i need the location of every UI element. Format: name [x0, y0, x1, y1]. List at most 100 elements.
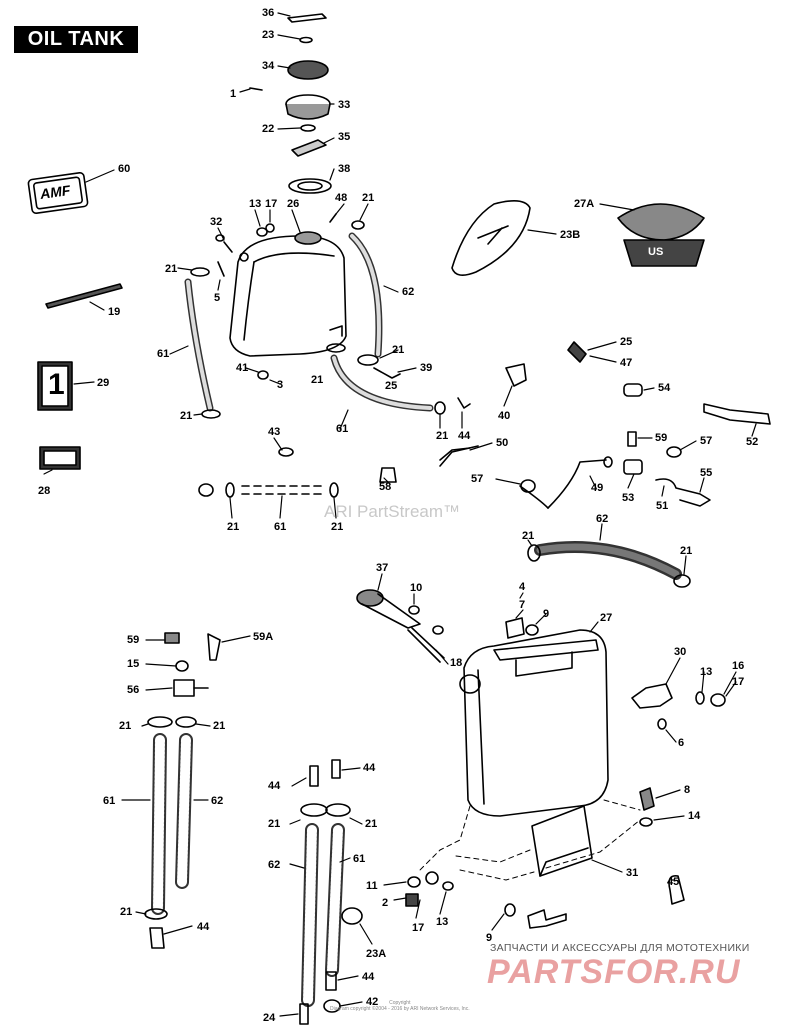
footer-ru-tagline: ЗАПЧАСТИ И АКСЕССУАРЫ ДЛЯ МОТОТЕХНИКИ	[490, 942, 750, 954]
callout-label: 13	[249, 198, 262, 210]
callout-label: 36	[262, 7, 275, 19]
hose-pair-right	[299, 759, 363, 1025]
callout-label: 61	[103, 795, 116, 807]
callout-label: 21	[680, 545, 693, 557]
callout-label: 21	[362, 192, 375, 204]
watermark-partstream: ARI PartStream™	[324, 502, 461, 521]
callout-label: 52	[746, 436, 759, 448]
callout-label: 15	[127, 658, 140, 670]
callout-label: 31	[626, 867, 639, 879]
callout-label: 41	[236, 362, 249, 374]
callout-label: 61	[157, 348, 170, 360]
callout-label: 44	[197, 921, 210, 933]
callout-label: 61	[353, 853, 366, 865]
copyright-title: Copyright	[389, 1000, 411, 1006]
callout-label: 60	[118, 163, 131, 175]
callout-label: 27	[600, 612, 613, 624]
callout-label: 33	[338, 99, 351, 111]
leader-lines	[419, 799, 641, 881]
hose-row-61	[198, 447, 339, 498]
callout-label: 10	[410, 582, 423, 594]
callout-label: 2	[382, 897, 389, 909]
callout-label: 8	[684, 784, 691, 796]
callout-label: 21	[522, 530, 535, 542]
callout-label: 25	[385, 380, 398, 392]
callout-leaders	[43, 12, 757, 1017]
callout-label: 13	[436, 916, 449, 928]
callout-label: 17	[265, 198, 278, 210]
callout-label: 29	[97, 377, 110, 389]
hardware-lower-tank	[405, 871, 567, 929]
hose-pair-left	[144, 632, 221, 949]
hardware-8-14-45	[639, 787, 685, 905]
callout-label: 23A	[366, 948, 387, 960]
wing-decal-23b	[451, 200, 531, 276]
callout-label: 21	[331, 521, 344, 533]
callout-label: 21	[119, 720, 132, 732]
upper-oil-tank-26	[229, 231, 347, 357]
callout-label: 19	[108, 306, 121, 318]
callout-label: 11	[366, 880, 378, 892]
callout-label: 26	[287, 198, 300, 210]
badge-27a-text: US	[648, 246, 664, 258]
callout-label: 54	[658, 382, 671, 394]
callout-label: 17	[412, 922, 425, 934]
callout-label: 27A	[574, 198, 595, 210]
callout-label: 6	[678, 737, 685, 749]
callout-label: 51	[656, 500, 669, 512]
diagram-title: OIL TANK	[14, 26, 138, 53]
callout-label: 39	[420, 362, 433, 374]
callout-label: 58	[379, 481, 392, 493]
callout-label: 5	[214, 292, 221, 304]
callout-label: 7	[519, 599, 526, 611]
main-oil-tank-27	[459, 617, 609, 817]
callout-label: 21	[180, 410, 193, 422]
callout-label: 59	[655, 432, 668, 444]
callout-label: 44	[458, 430, 471, 442]
callout-label: 21	[365, 818, 378, 830]
dipstick-19	[45, 283, 123, 309]
mount-bracket-30	[631, 683, 726, 730]
callout-label: 53	[622, 492, 635, 504]
filler-cap-assembly	[249, 13, 332, 194]
callout-label: 62	[402, 286, 415, 298]
amf-emblem-60	[27, 171, 89, 215]
callout-label: 44	[268, 780, 281, 792]
callout-label: 59	[127, 634, 140, 646]
callout-label: 21	[311, 374, 324, 386]
callout-label: 21	[268, 818, 281, 830]
callout-label: 62	[596, 513, 609, 525]
copyright-text: Diagram copyright ©2004 - 2016 by ARI Ne…	[330, 1006, 470, 1012]
callout-label: 35	[338, 131, 351, 143]
callout-label: 55	[700, 467, 713, 479]
callout-label: 24	[263, 1012, 276, 1024]
callout-label: 9	[486, 932, 493, 944]
mount-bracket-31	[531, 805, 593, 877]
callout-label: 3	[277, 379, 284, 391]
callout-label: 32	[210, 216, 223, 228]
upper-fittings	[190, 213, 365, 380]
callout-label: 16	[732, 660, 745, 672]
callout-label: 37	[376, 562, 389, 574]
callout-label: 22	[262, 123, 275, 135]
callout-label: 59A	[253, 631, 274, 643]
footer-ru-logo: PARTSFOR.RU	[487, 953, 741, 991]
oil-line-49-50	[439, 445, 613, 509]
callout-label: 21	[227, 521, 240, 533]
copyright-notice: Copyright Diagram copyright ©2004 - 2016…	[330, 1000, 470, 1012]
callout-label: 21	[392, 344, 405, 356]
callout-label: 56	[127, 684, 140, 696]
callout-label: 62	[211, 795, 224, 807]
eagle-emblem-27a	[617, 203, 705, 267]
decal-29	[37, 361, 73, 411]
callout-label: 9	[543, 608, 550, 620]
callout-label: 49	[591, 482, 604, 494]
right-fittings	[379, 341, 771, 507]
callout-label: 21	[436, 430, 449, 442]
callout-label: 13	[700, 666, 713, 678]
callout-label: 23B	[560, 229, 581, 241]
callout-label: 30	[674, 646, 687, 658]
callout-label: 50	[496, 437, 509, 449]
callout-label: 21	[120, 906, 133, 918]
